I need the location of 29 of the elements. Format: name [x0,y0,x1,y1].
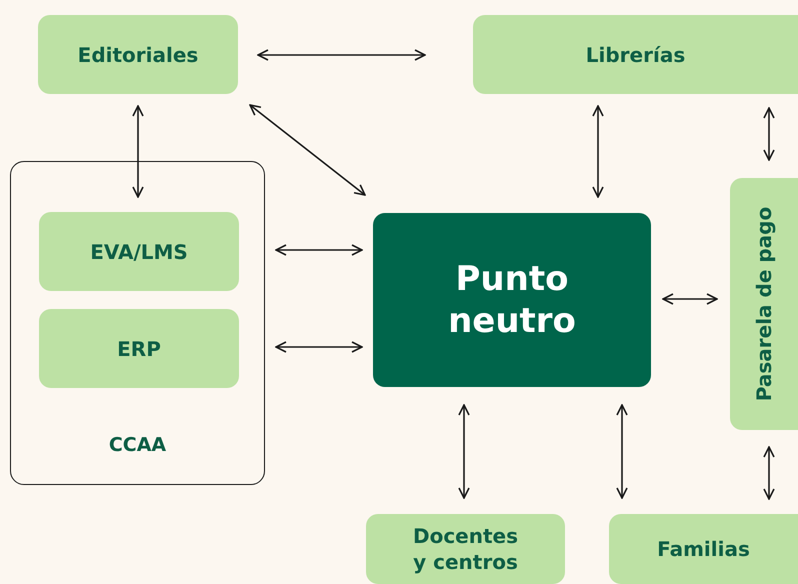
node-label: Punto neutro [447,258,577,342]
double-arrow [616,404,628,499]
node-label: Pasarela de pago [752,206,776,402]
group-frame [10,161,265,485]
double-arrow [592,105,604,198]
node-label: CCAA [108,434,166,456]
process-box [39,212,239,291]
process-box [609,514,798,584]
double-arrow [275,341,363,353]
hub-box [373,213,651,387]
double-arrow [458,404,470,499]
double-arrow [763,446,775,500]
node-label: Docentes y centros [412,523,518,575]
double-arrow [275,244,363,256]
process-box [38,15,238,94]
process-box [473,15,798,94]
process-box [730,178,798,430]
node-label: Editoriales [78,42,198,66]
node-label: Familias [657,537,750,561]
double-arrow [249,104,366,196]
double-arrow [662,293,718,305]
node-label: ERP [117,336,161,360]
double-arrow [763,107,775,161]
double-arrow [132,105,144,198]
node-label: EVA/LMS [90,240,188,264]
double-arrow [257,49,426,61]
process-box [39,309,239,388]
process-box [366,514,565,584]
node-label: Librerías [586,42,686,66]
